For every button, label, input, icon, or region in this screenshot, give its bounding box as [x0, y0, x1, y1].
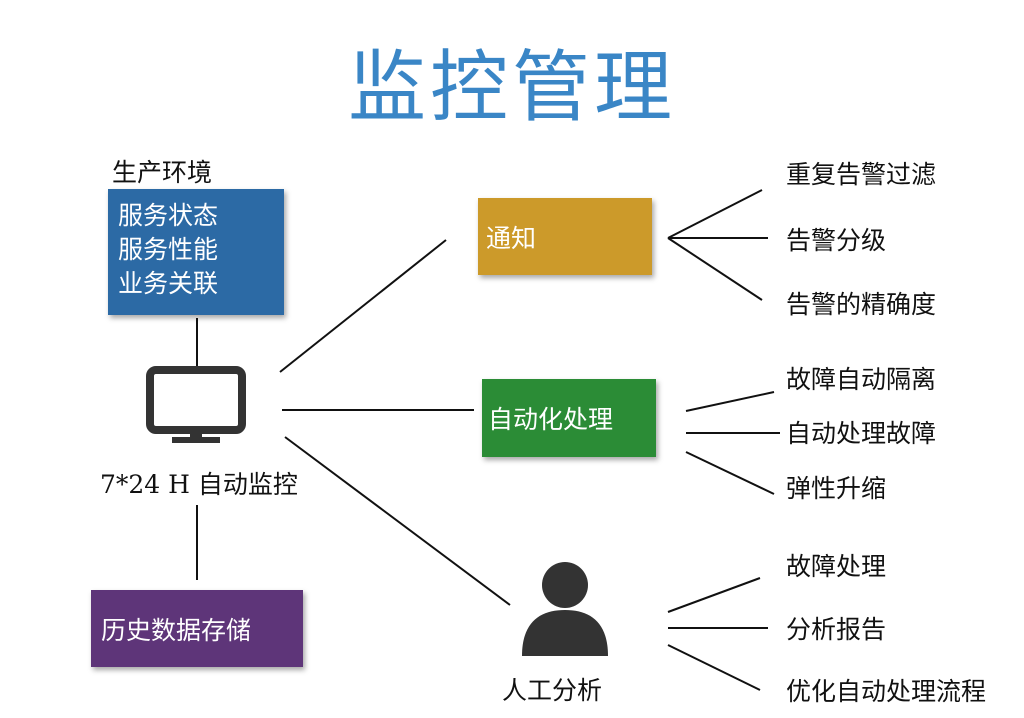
notify-box: 通知	[478, 198, 652, 275]
environment-item: 业务关联	[118, 269, 219, 298]
manual-item-1: 故障处理	[786, 552, 887, 581]
connector-manual-3	[667, 644, 761, 691]
environment-item: 服务状态	[118, 201, 219, 230]
history-label: 历史数据存储	[101, 615, 252, 645]
page-title: 监控管理	[347, 43, 676, 133]
monitor-label: 7*24 H 自动监控	[100, 470, 298, 499]
environment-item: 服务性能	[118, 235, 219, 264]
auto-item-1: 故障自动隔离	[786, 365, 937, 394]
environment-box: 服务状态 服务性能 业务关联	[108, 189, 284, 315]
history-box: 历史数据存储	[91, 590, 303, 667]
auto-box: 自动化处理	[482, 379, 656, 457]
connector-auto-3	[685, 451, 775, 495]
connector-monitor-manual	[284, 436, 511, 606]
connector-monitor-notify	[279, 239, 447, 373]
connector-auto-1	[685, 391, 775, 412]
connector-notify-1	[667, 189, 763, 239]
notify-item-1: 重复告警过滤	[786, 160, 937, 189]
manual-item-3: 优化自动处理流程	[786, 677, 987, 706]
auto-item-3: 弹性升缩	[786, 474, 887, 503]
connector-manual-1	[667, 577, 761, 613]
manual-label: 人工分析	[502, 676, 603, 705]
notify-item-2: 告警分级	[786, 226, 887, 255]
notify-label: 通知	[486, 223, 537, 253]
notify-item-3: 告警的精确度	[786, 290, 937, 319]
auto-label: 自动化处理	[488, 405, 614, 434]
person-icon	[522, 562, 608, 656]
auto-item-2: 自动处理故障	[786, 419, 937, 448]
environment-heading: 生产环境	[112, 158, 213, 187]
connector-notify-3	[667, 237, 763, 301]
manual-item-2: 分析报告	[786, 615, 887, 644]
monitor-icon	[146, 366, 246, 443]
